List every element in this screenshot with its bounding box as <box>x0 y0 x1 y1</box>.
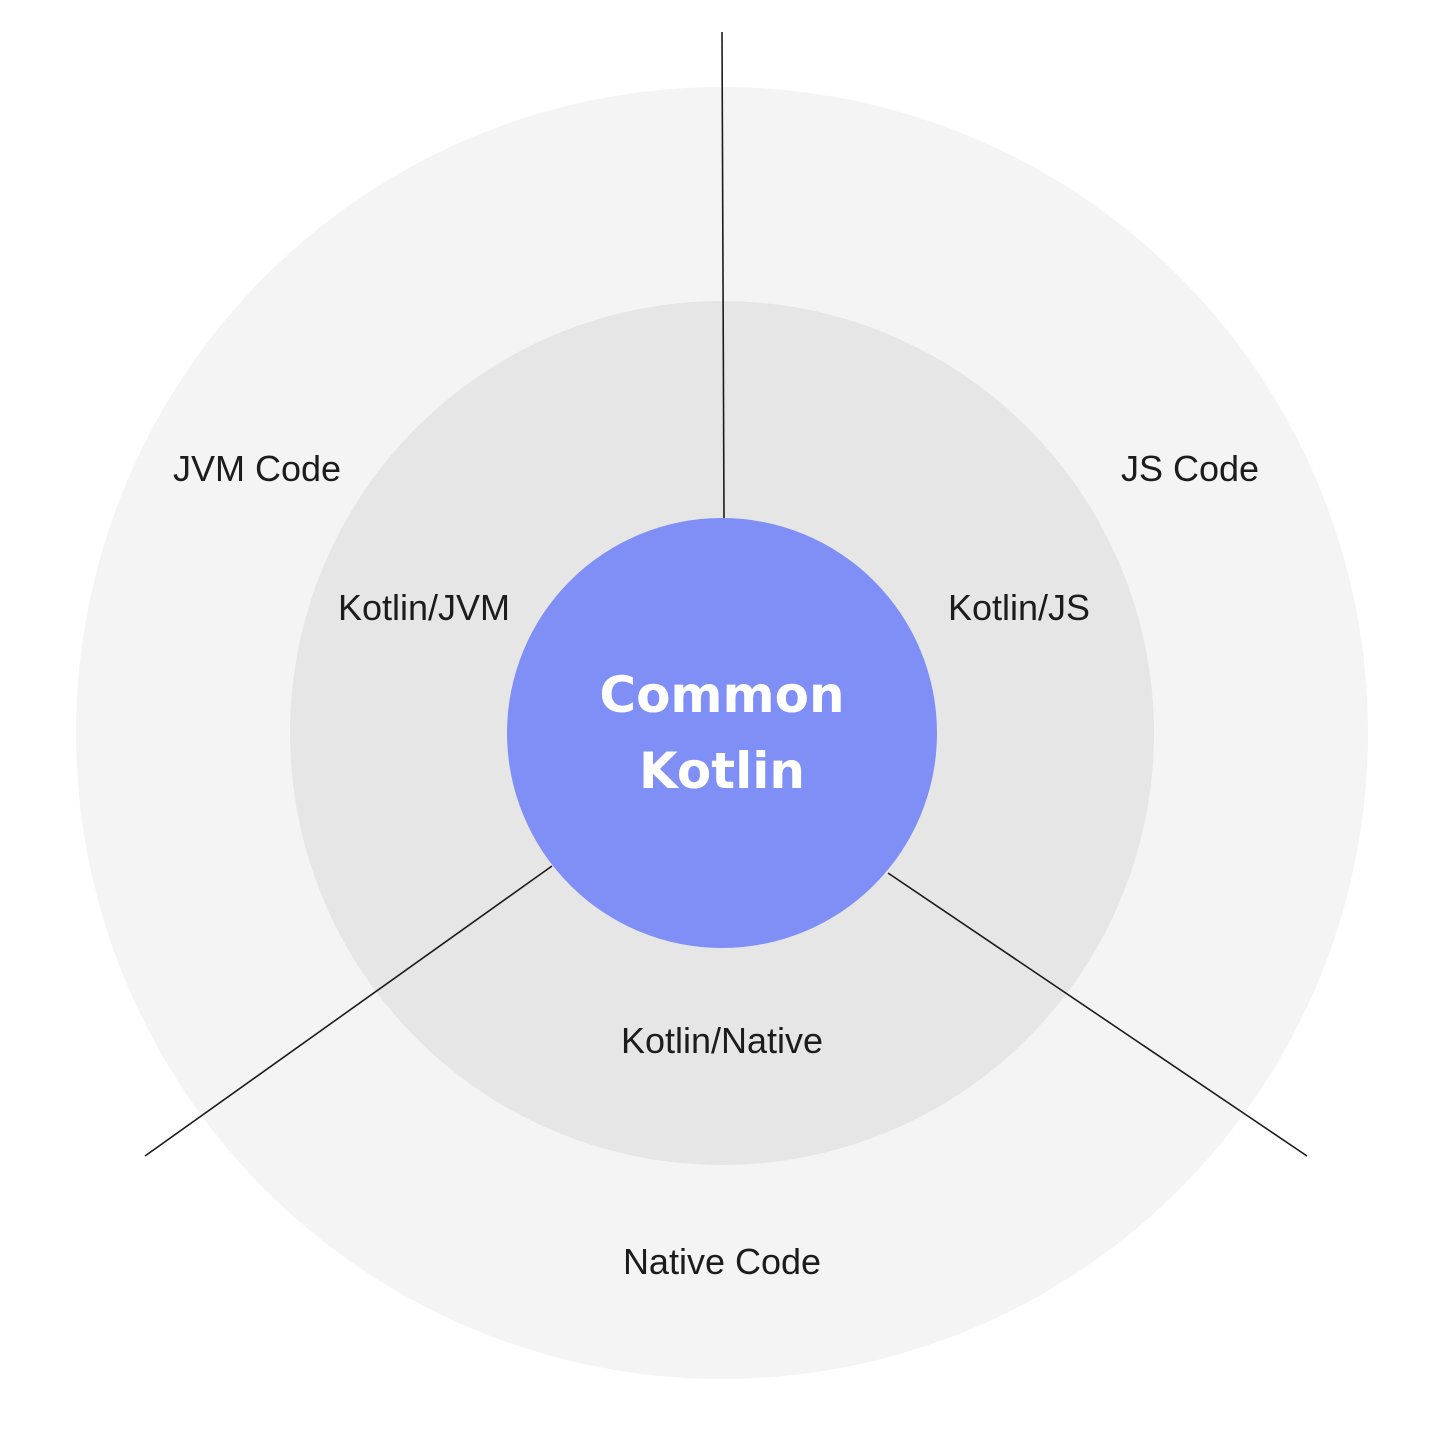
outer-label-js-code: JS Code <box>1121 448 1259 489</box>
core-label-line2: Kotlin <box>639 742 805 800</box>
core-label-line1: Common <box>599 666 844 724</box>
divider-line-bottom-right <box>887 872 1308 1157</box>
outer-label-jvm-code: JVM Code <box>173 448 341 489</box>
inner-label-kotlin-native: Kotlin/Native <box>621 1020 823 1061</box>
core-common-kotlin <box>507 518 937 948</box>
inner-label-kotlin-js: Kotlin/JS <box>948 587 1090 628</box>
inner-label-kotlin-jvm: Kotlin/JVM <box>338 587 510 628</box>
outer-label-native-code: Native Code <box>623 1241 821 1282</box>
divider-line-bottom-left <box>144 865 553 1157</box>
divider-line-top <box>721 31 725 520</box>
